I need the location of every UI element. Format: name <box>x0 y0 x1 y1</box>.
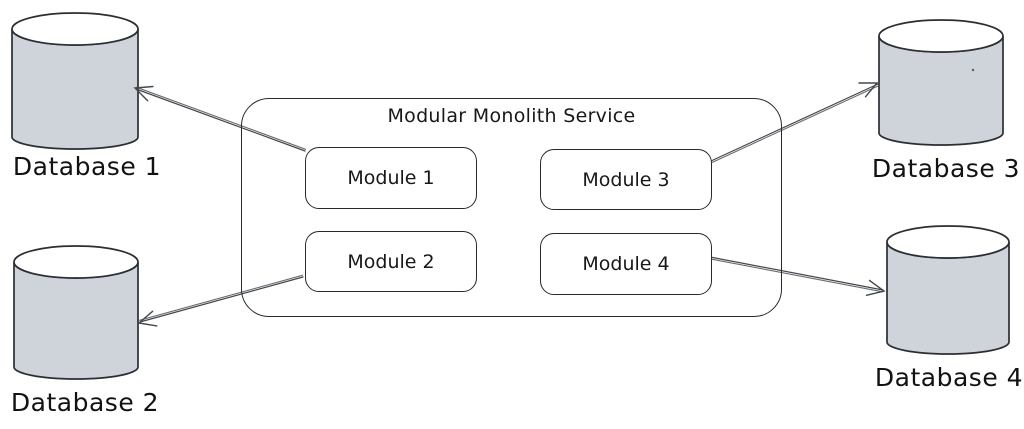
database-4-cylinder-icon <box>886 225 1010 355</box>
database-1-cylinder-icon <box>11 12 139 150</box>
module-1-label: Module 1 <box>347 167 435 189</box>
monolith-container-title: Modular Monolith Service <box>387 105 636 127</box>
monolith-container-box: Modular Monolith Service <box>241 98 782 317</box>
module-2-label: Module 2 <box>347 250 435 273</box>
database-3-label: Database 3 <box>871 154 1021 183</box>
module-3-node: Module 3 <box>540 149 712 210</box>
module-1-node: Module 1 <box>305 147 477 209</box>
database-2-cylinder-icon <box>13 245 139 380</box>
arrow-module4-to-database4 <box>709 256 886 296</box>
module-4-node: Module 4 <box>540 233 712 295</box>
database-2-label: Database 2 <box>10 388 160 417</box>
database-4-label: Database 4 <box>874 363 1024 392</box>
module-2-node: Module 2 <box>305 231 477 292</box>
database-1-label: Database 1 <box>12 152 162 181</box>
arrow-module3-to-database3 <box>710 82 880 164</box>
arrow-module2-to-database2 <box>137 274 304 327</box>
ink-speck <box>971 68 975 72</box>
module-3-label: Module 3 <box>582 168 670 191</box>
module-4-label: Module 4 <box>582 253 670 275</box>
database-3-cylinder-icon <box>878 19 1004 146</box>
arrow-module1-to-database1 <box>133 85 307 152</box>
